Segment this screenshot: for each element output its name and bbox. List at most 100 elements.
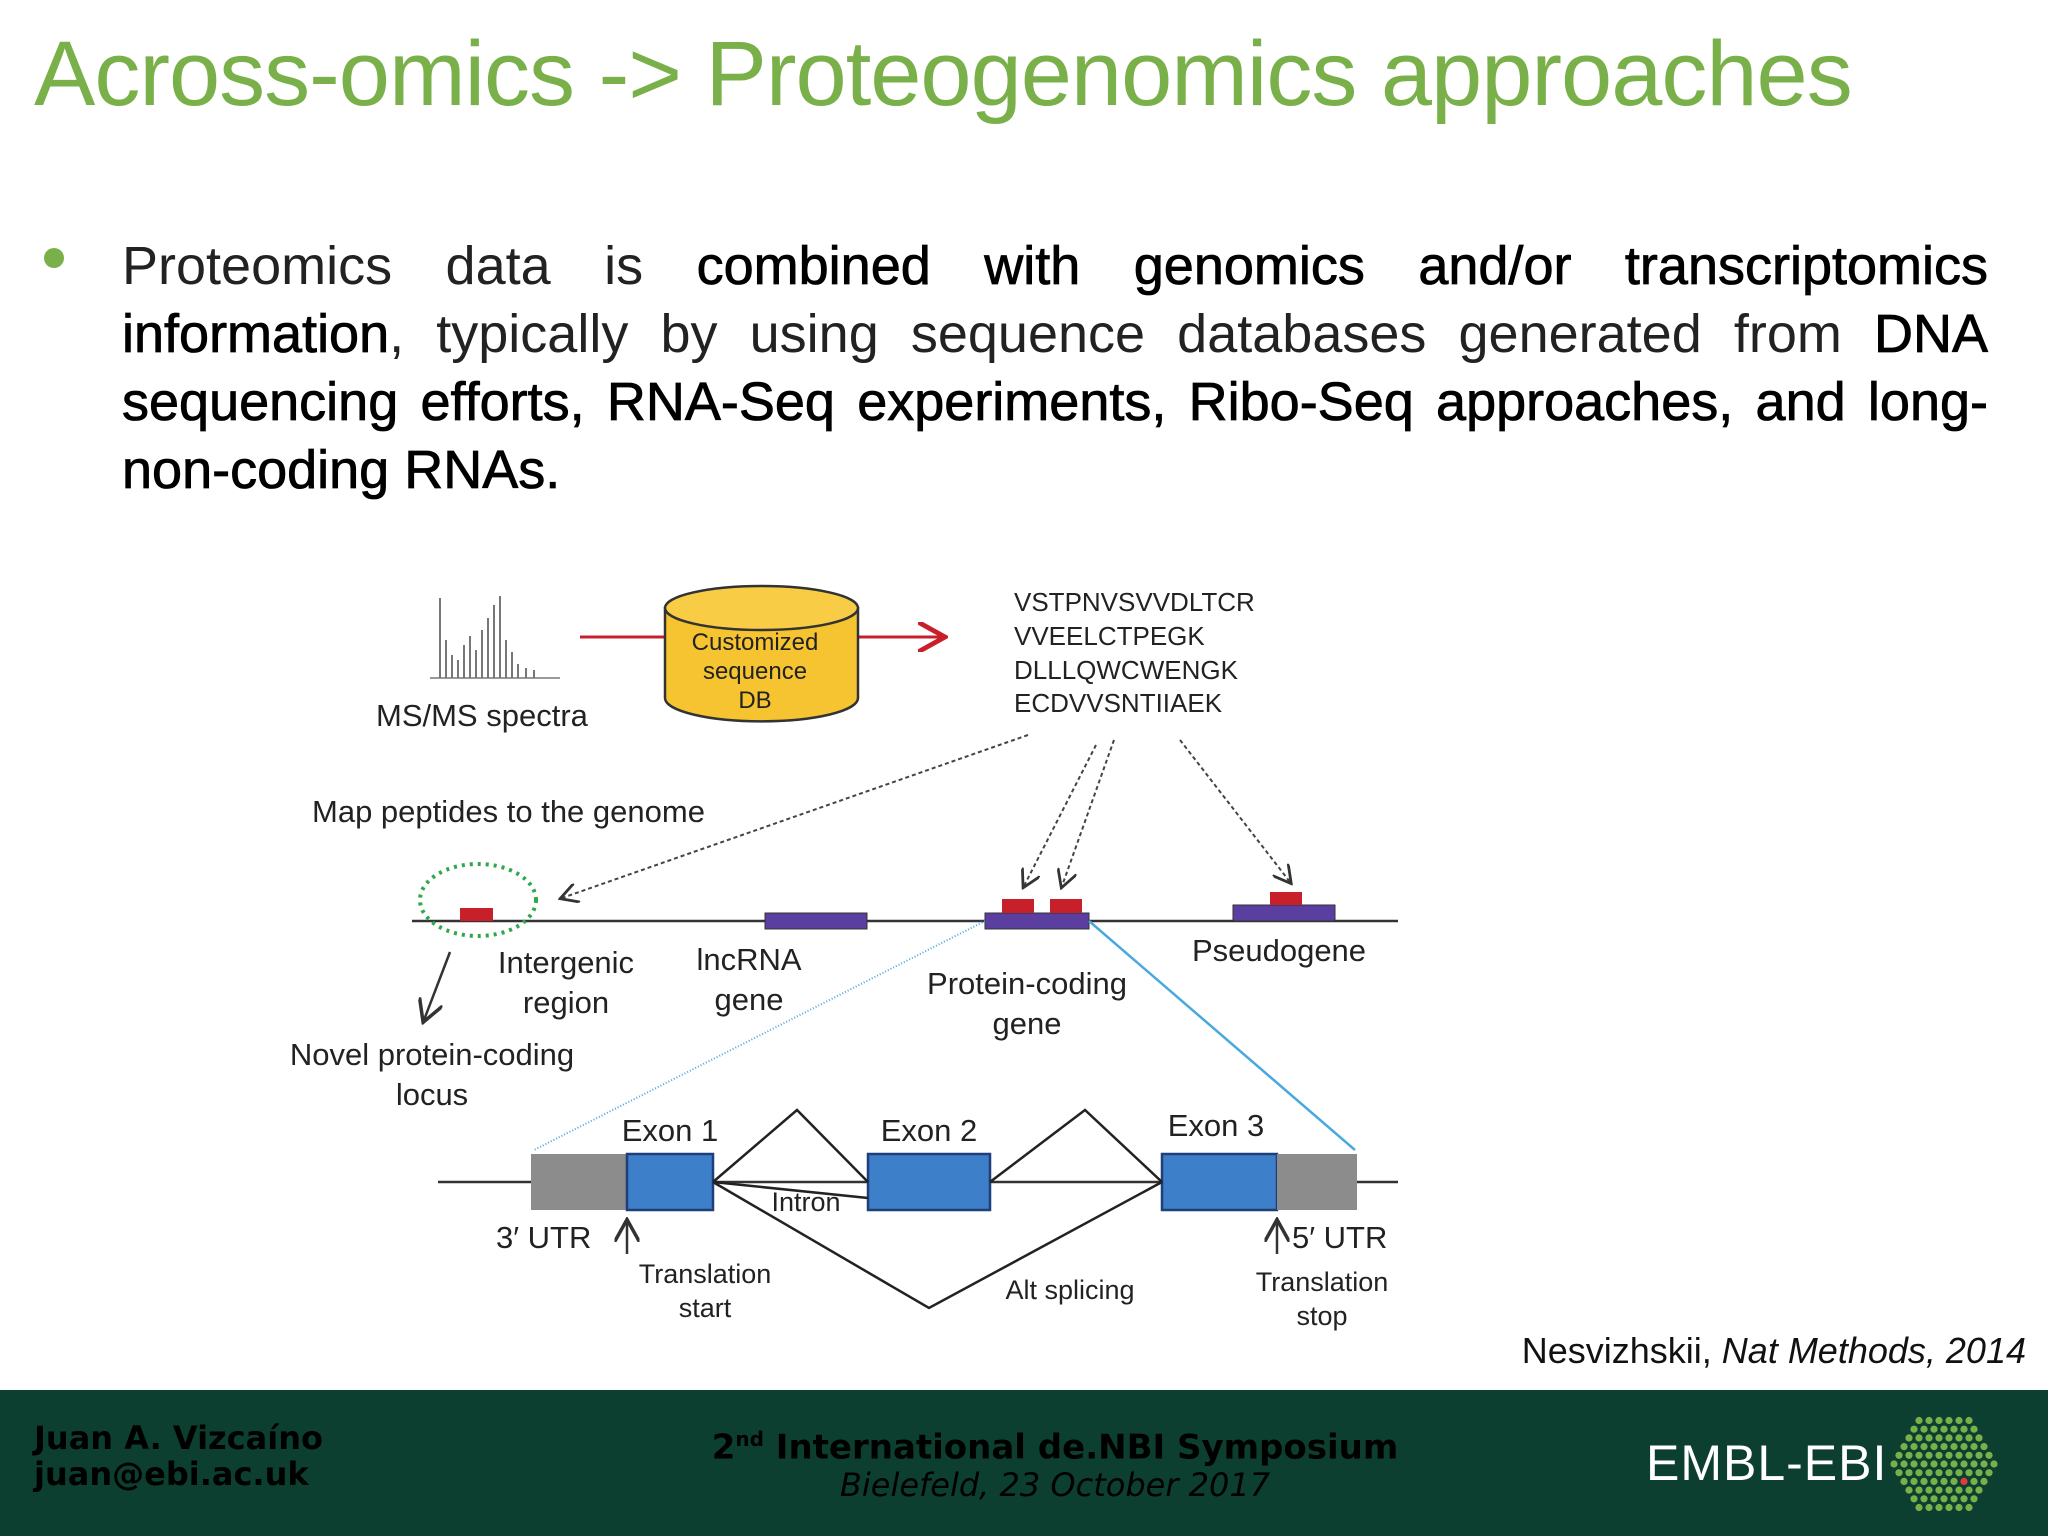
logo-dot <box>1915 1469 1923 1477</box>
ms-spectra-label: MS/MS spectra <box>376 698 589 733</box>
novel-locus-label-line1: Novel protein-coding <box>290 1037 574 1072</box>
bullet-plain-1: Proteomics data is <box>122 236 697 296</box>
logo-dot <box>1915 1451 1923 1459</box>
event-block: 2nd International de.NBI Symposium Biele… <box>0 1420 2048 1504</box>
logo-dot <box>1925 1451 1933 1459</box>
logo-dot <box>1910 1425 1918 1433</box>
logo-dot <box>1975 1451 1983 1459</box>
alt-splicing-label: Alt splicing <box>1005 1275 1134 1305</box>
logo-dot <box>1950 1495 1958 1503</box>
logo-dot <box>1955 1503 1963 1512</box>
utr3-label: 3′ UTR <box>496 1220 591 1255</box>
intergenic-label-line2: region <box>523 985 609 1020</box>
intergenic-label-line1: Intergenic <box>498 945 634 980</box>
logo-dot <box>1900 1477 1908 1485</box>
logo-dot <box>1950 1443 1958 1451</box>
logo-dot <box>1940 1495 1948 1503</box>
logo-dot <box>1955 1451 1963 1459</box>
logo-dot <box>1945 1416 1953 1425</box>
logo-dot <box>1965 1486 1973 1494</box>
logo-dot <box>1895 1451 1903 1459</box>
logo-dot <box>1935 1416 1943 1425</box>
exon1-label: Exon 1 <box>622 1113 719 1148</box>
logo-dot <box>1960 1425 1968 1433</box>
logo-dot <box>1935 1486 1943 1494</box>
novel-locus-label-line2: locus <box>396 1077 468 1112</box>
logo-dot <box>1915 1416 1923 1425</box>
logo-dot <box>1965 1416 1973 1425</box>
logo-dot <box>1895 1469 1903 1477</box>
bullet-marker <box>44 248 64 268</box>
logo-dot <box>1980 1460 1988 1468</box>
logo-dot <box>1920 1477 1928 1485</box>
logo-dot <box>1960 1460 1968 1468</box>
citation: Nesvizhskii, Nat Methods, 2014 <box>1522 1330 2026 1372</box>
logo-dot <box>1910 1460 1918 1468</box>
map-peptides-label: Map peptides to the genome <box>312 794 705 829</box>
logo-dot <box>1905 1486 1913 1494</box>
event-ordinal: 2 <box>711 1427 736 1468</box>
protein-coding-peptide-2 <box>1050 899 1082 913</box>
logo-dot <box>1955 1486 1963 1494</box>
event-ordinal-suffix: nd <box>735 1427 764 1451</box>
database-icon <box>663 584 860 723</box>
logo-dot <box>1915 1434 1923 1442</box>
bullet-bold-1: combined with genomics and/or transcript… <box>122 236 1989 365</box>
logo-dot <box>1935 1503 1943 1512</box>
event-name: 2nd International de.NBI Symposium <box>0 1420 2048 1466</box>
mapping-arrows <box>562 734 1290 898</box>
lncrna-gene-block <box>764 912 868 930</box>
peptide-1: VSTPNVSVVDLTCR <box>1014 587 1255 617</box>
lncrna-label-line1: lncRNA <box>696 942 801 977</box>
translation-stop-label-line1: Translation <box>1256 1267 1389 1297</box>
logo-dot <box>1945 1486 1953 1494</box>
citation-author: Nesvizhskii, <box>1521 1330 1722 1371</box>
exon3-label: Exon 3 <box>1168 1108 1265 1143</box>
logo-dot <box>1980 1477 1988 1485</box>
db-label-line1: Customized <box>692 629 819 656</box>
embl-ebi-logo-text: EMBL-EBI <box>1646 1435 1888 1491</box>
proteogenomics-diagram: MS/MS spectra Customized sequence DB VST… <box>290 584 1398 1331</box>
logo-dot <box>1940 1477 1948 1485</box>
logo-dot <box>1930 1443 1938 1451</box>
protein-coding-peptide-1 <box>1002 899 1034 913</box>
utr5-label: 5′ UTR <box>1292 1220 1387 1255</box>
logo-dot <box>1970 1460 1978 1468</box>
logo-dot <box>1975 1469 1983 1477</box>
footer-bar: Juan A. Vizcaíno juan@ebi.ac.uk 2nd Inte… <box>0 1390 2048 1536</box>
logo-dot <box>1920 1443 1928 1451</box>
logo-dot <box>1950 1425 1958 1433</box>
novel-locus-arrow <box>424 951 452 1020</box>
logo-dot <box>1940 1425 1948 1433</box>
logo-dot <box>1980 1443 1988 1451</box>
logo-dot <box>1945 1469 1953 1477</box>
logo-dot <box>1925 1434 1933 1442</box>
logo-dot <box>1955 1416 1963 1425</box>
logo-dot <box>1970 1495 1978 1503</box>
logo-dot <box>1975 1434 1983 1442</box>
spectrum-icon <box>430 596 560 679</box>
logo-dot <box>1965 1503 1973 1512</box>
event-date: Bielefeld, 23 October 2017 <box>839 1466 1271 1505</box>
logo-dot <box>1965 1434 1973 1442</box>
logo-dot <box>1950 1460 1958 1468</box>
logo-dot <box>1935 1451 1943 1459</box>
logo-dot <box>1925 1486 1933 1494</box>
logo-dot <box>1960 1495 1968 1503</box>
intergenic-peptide <box>460 908 493 921</box>
translation-start-label-line1: Translation <box>639 1259 772 1289</box>
splicing-lines <box>712 1108 1163 1310</box>
bullet-plain-2: , typically by using sequence databases … <box>389 304 1874 364</box>
pseudogene-block <box>1232 904 1336 922</box>
author-block: Juan A. Vizcaíno juan@ebi.ac.uk <box>34 1420 323 1492</box>
intergenic-circle <box>418 862 538 938</box>
logo-dot <box>1985 1451 1993 1459</box>
logo-dot <box>1955 1434 1963 1442</box>
exon2-block <box>866 1152 992 1212</box>
protein-coding-gene-block <box>984 912 1090 930</box>
bullet-bold-2: DNA sequencing efforts, RNA-Seq experime… <box>122 304 1989 501</box>
translation-start-label-line2: start <box>679 1293 732 1323</box>
zoom-line-right <box>1088 920 1356 1151</box>
lncrna-label-line2: gene <box>715 982 784 1017</box>
protein-coding-label-line2: gene <box>993 1006 1062 1041</box>
